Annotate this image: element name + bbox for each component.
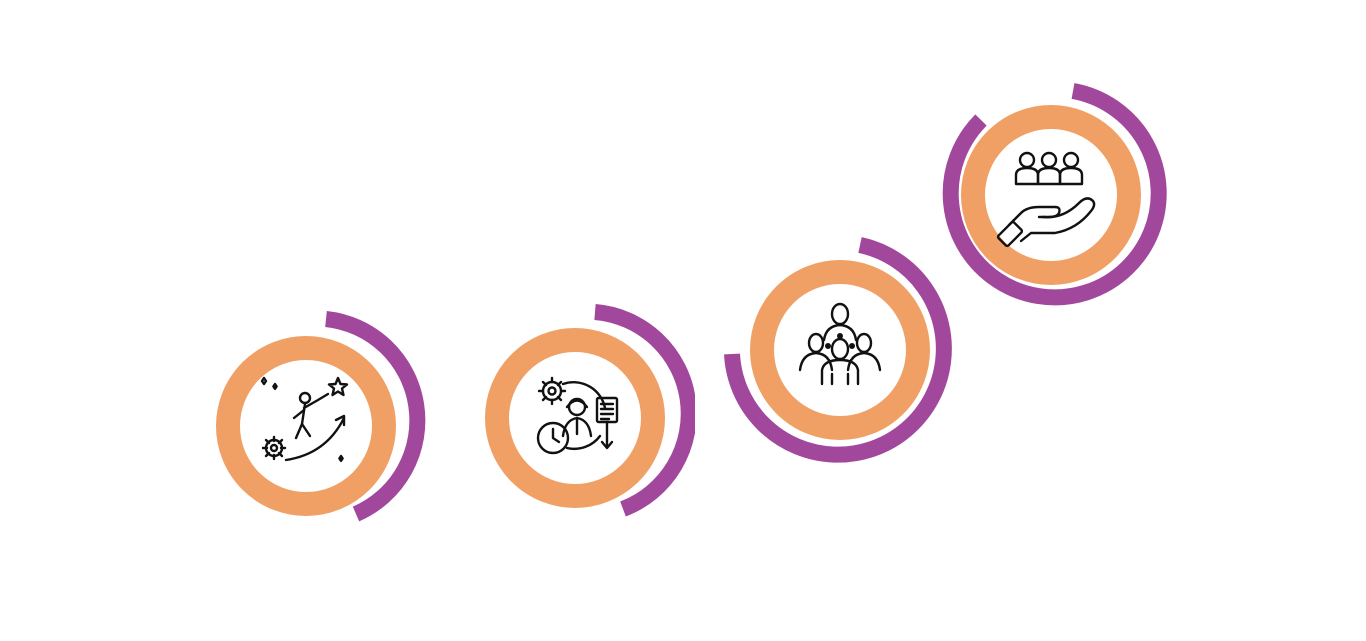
step-4 [931, 75, 1171, 315]
step-1-graphic [216, 311, 426, 522]
step-4-progress-arc [942, 83, 1167, 306]
step-2-graphic [485, 304, 695, 517]
step-2 [455, 298, 695, 538]
step-1-ring [216, 336, 396, 516]
community-support-icon [996, 151, 1096, 248]
step-3-graphic [724, 237, 952, 463]
step-3 [720, 230, 960, 470]
step-3-ring [750, 260, 930, 440]
step-2-progress-arc [594, 304, 695, 517]
climbing-achievement-icon [260, 376, 349, 462]
step-4-ring [961, 105, 1141, 285]
step-4-graphic [942, 83, 1167, 306]
step-3-progress-arc [724, 237, 952, 463]
workflow-process-icon [536, 376, 619, 455]
team-network-icon [798, 302, 882, 386]
step-1-progress-arc [325, 311, 426, 522]
step-1 [186, 306, 426, 546]
